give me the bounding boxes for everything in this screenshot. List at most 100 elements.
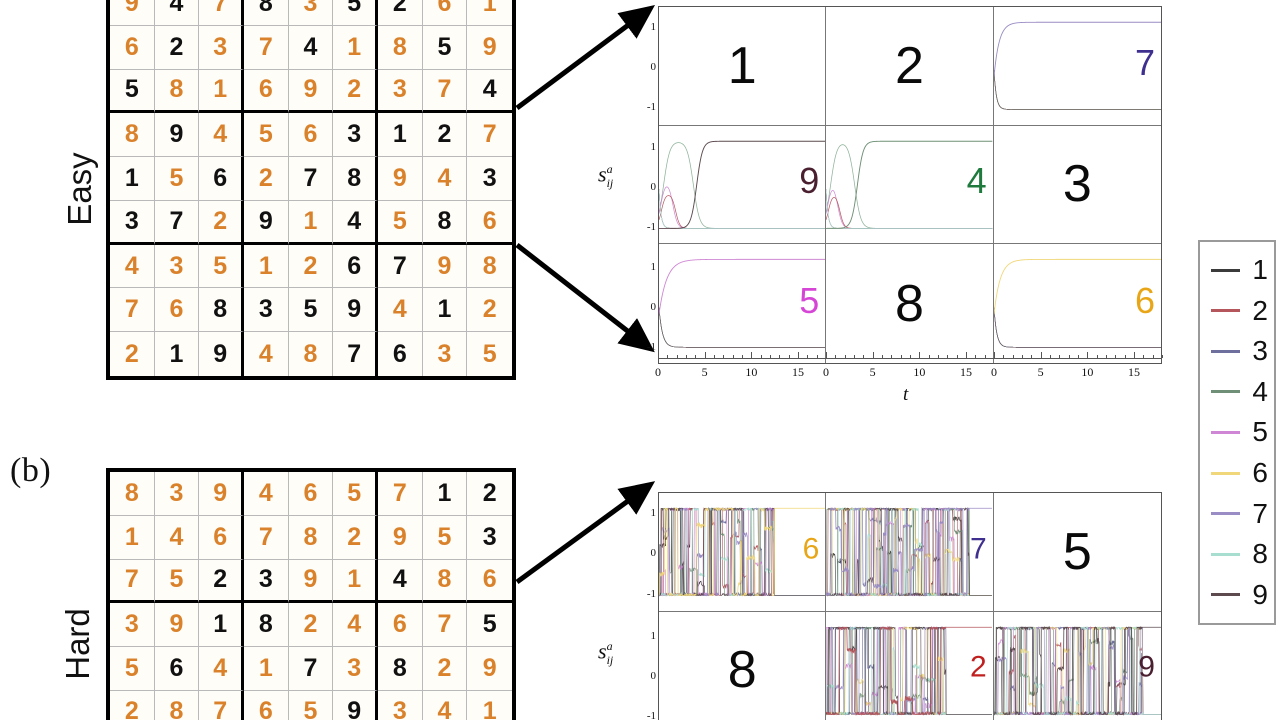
sudoku-cell[interactable]: 3 xyxy=(154,472,200,516)
sudoku-cell[interactable]: 4 xyxy=(378,288,423,333)
sudoku-cell[interactable]: 9 xyxy=(333,288,378,333)
sudoku-cell[interactable]: 3 xyxy=(110,200,155,245)
sudoku-cell[interactable]: 8 xyxy=(288,515,334,560)
sudoku-cell[interactable]: 5 xyxy=(154,157,200,201)
sudoku-cell[interactable]: 5 xyxy=(154,559,200,604)
sudoku-cell[interactable]: 6 xyxy=(422,0,468,26)
sudoku-cell[interactable]: 8 xyxy=(154,690,200,720)
sudoku-cell[interactable]: 2 xyxy=(110,332,155,376)
sudoku-cell[interactable]: 2 xyxy=(288,603,334,648)
sudoku-cell[interactable]: 2 xyxy=(199,200,244,245)
sudoku-cell[interactable]: 5 xyxy=(333,0,378,26)
sudoku-cell[interactable]: 3 xyxy=(244,559,289,604)
sudoku-cell[interactable]: 2 xyxy=(244,157,289,201)
sudoku-cell[interactable]: 7 xyxy=(378,472,423,516)
sudoku-cell[interactable]: 2 xyxy=(378,0,423,26)
sudoku-cell[interactable]: 4 xyxy=(467,69,512,114)
sudoku-cell[interactable]: 7 xyxy=(110,559,155,604)
sudoku-cell[interactable]: 4 xyxy=(199,113,244,158)
sudoku-cell[interactable]: 9 xyxy=(244,200,289,245)
sudoku-cell[interactable]: 2 xyxy=(288,244,334,289)
sudoku-cell[interactable]: 7 xyxy=(199,0,244,26)
sudoku-cell[interactable]: 2 xyxy=(467,472,512,516)
sudoku-cell[interactable]: 9 xyxy=(422,244,468,289)
sudoku-cell[interactable]: 4 xyxy=(378,559,423,604)
sudoku-cell[interactable]: 5 xyxy=(110,69,155,114)
sudoku-cell[interactable]: 4 xyxy=(288,25,334,70)
sudoku-cell[interactable]: 2 xyxy=(333,69,378,114)
sudoku-cell[interactable]: 3 xyxy=(333,647,378,691)
sudoku-cell[interactable]: 8 xyxy=(244,0,289,26)
sudoku-cell[interactable]: 4 xyxy=(333,200,378,245)
sudoku-cell[interactable]: 8 xyxy=(110,472,155,516)
sudoku-cell[interactable]: 7 xyxy=(244,25,289,70)
sudoku-cell[interactable]: 3 xyxy=(467,157,512,201)
sudoku-cell[interactable]: 1 xyxy=(333,559,378,604)
sudoku-cell[interactable]: 2 xyxy=(199,559,244,604)
sudoku-cell[interactable]: 5 xyxy=(244,113,289,158)
sudoku-cell[interactable]: 5 xyxy=(288,288,334,333)
sudoku-cell[interactable]: 6 xyxy=(378,332,423,376)
sudoku-cell[interactable]: 1 xyxy=(244,244,289,289)
sudoku-cell[interactable]: 8 xyxy=(333,157,378,201)
sudoku-cell[interactable]: 4 xyxy=(154,0,200,26)
sudoku-cell[interactable]: 1 xyxy=(110,515,155,560)
sudoku-cell[interactable]: 6 xyxy=(199,157,244,201)
sudoku-cell[interactable]: 5 xyxy=(288,690,334,720)
sudoku-cell[interactable]: 8 xyxy=(199,288,244,333)
sudoku-cell[interactable]: 2 xyxy=(333,515,378,560)
sudoku-cell[interactable]: 3 xyxy=(110,603,155,648)
sudoku-cell[interactable]: 3 xyxy=(333,113,378,158)
sudoku-cell[interactable]: 9 xyxy=(199,332,244,376)
sudoku-cell[interactable]: 6 xyxy=(288,472,334,516)
sudoku-cell[interactable]: 8 xyxy=(378,647,423,691)
sudoku-cell[interactable]: 1 xyxy=(467,690,512,720)
sudoku-cell[interactable]: 1 xyxy=(199,603,244,648)
sudoku-cell[interactable]: 4 xyxy=(199,647,244,691)
sudoku-cell[interactable]: 1 xyxy=(199,69,244,114)
sudoku-cell[interactable]: 9 xyxy=(110,0,155,26)
sudoku-cell[interactable]: 6 xyxy=(154,647,200,691)
sudoku-cell[interactable]: 9 xyxy=(154,603,200,648)
sudoku-cell[interactable]: 3 xyxy=(244,288,289,333)
sudoku-cell[interactable]: 9 xyxy=(467,647,512,691)
sudoku-cell[interactable]: 7 xyxy=(244,515,289,560)
sudoku-cell[interactable]: 1 xyxy=(244,647,289,691)
sudoku-cell[interactable]: 8 xyxy=(378,25,423,70)
sudoku-cell[interactable]: 5 xyxy=(467,332,512,376)
sudoku-cell[interactable]: 5 xyxy=(333,472,378,516)
sudoku-cell[interactable]: 8 xyxy=(422,559,468,604)
sudoku-cell[interactable]: 1 xyxy=(422,472,468,516)
sudoku-cell[interactable]: 7 xyxy=(199,690,244,720)
sudoku-cell[interactable]: 5 xyxy=(467,603,512,648)
sudoku-cell[interactable]: 5 xyxy=(422,515,468,560)
sudoku-cell[interactable]: 9 xyxy=(467,25,512,70)
sudoku-cell[interactable]: 6 xyxy=(467,200,512,245)
sudoku-cell[interactable]: 1 xyxy=(422,288,468,333)
sudoku-cell[interactable]: 6 xyxy=(333,244,378,289)
sudoku-cell[interactable]: 9 xyxy=(154,113,200,158)
sudoku-cell[interactable]: 7 xyxy=(288,157,334,201)
sudoku-cell[interactable]: 4 xyxy=(110,244,155,289)
sudoku-cell[interactable]: 9 xyxy=(378,157,423,201)
sudoku-cell[interactable]: 3 xyxy=(288,0,334,26)
sudoku-cell[interactable]: 4 xyxy=(244,332,289,376)
sudoku-cell[interactable]: 4 xyxy=(422,157,468,201)
sudoku-cell[interactable]: 6 xyxy=(199,515,244,560)
sudoku-cell[interactable]: 7 xyxy=(422,69,468,114)
sudoku-cell[interactable]: 3 xyxy=(422,332,468,376)
sudoku-cell[interactable]: 7 xyxy=(467,113,512,158)
sudoku-cell[interactable]: 1 xyxy=(154,332,200,376)
sudoku-cell[interactable]: 9 xyxy=(378,515,423,560)
sudoku-cell[interactable]: 6 xyxy=(244,69,289,114)
sudoku-cell[interactable]: 3 xyxy=(467,515,512,560)
sudoku-cell[interactable]: 6 xyxy=(154,288,200,333)
sudoku-cell[interactable]: 4 xyxy=(244,472,289,516)
sudoku-cell[interactable]: 2 xyxy=(154,25,200,70)
sudoku-cell[interactable]: 5 xyxy=(110,647,155,691)
sudoku-cell[interactable]: 7 xyxy=(154,200,200,245)
sudoku-cell[interactable]: 8 xyxy=(110,113,155,158)
sudoku-cell[interactable]: 7 xyxy=(288,647,334,691)
sudoku-cell[interactable]: 3 xyxy=(378,69,423,114)
